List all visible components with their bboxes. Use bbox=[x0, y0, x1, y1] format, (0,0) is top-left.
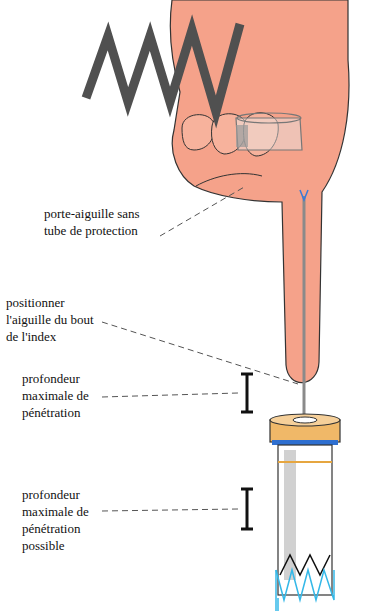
depth-bracket bbox=[241, 489, 253, 529]
finger-crease bbox=[196, 174, 262, 186]
needle bbox=[303, 196, 306, 428]
needle-hub bbox=[300, 190, 308, 200]
callout-label: positionner l'aiguille du bout de l'inde… bbox=[6, 294, 98, 345]
needle-holder bbox=[236, 113, 302, 150]
tube-cap bbox=[270, 414, 340, 445]
callout-label: porte-aiguille sans tube de protection bbox=[44, 205, 156, 239]
depth-bracket bbox=[241, 374, 253, 412]
callout-label: profondeur maximale de pénétration bbox=[22, 370, 102, 421]
zigzag-symbol bbox=[86, 24, 240, 112]
callout-label: profondeur maximale de pénétration possi… bbox=[22, 486, 102, 554]
sample-tube bbox=[276, 445, 334, 611]
